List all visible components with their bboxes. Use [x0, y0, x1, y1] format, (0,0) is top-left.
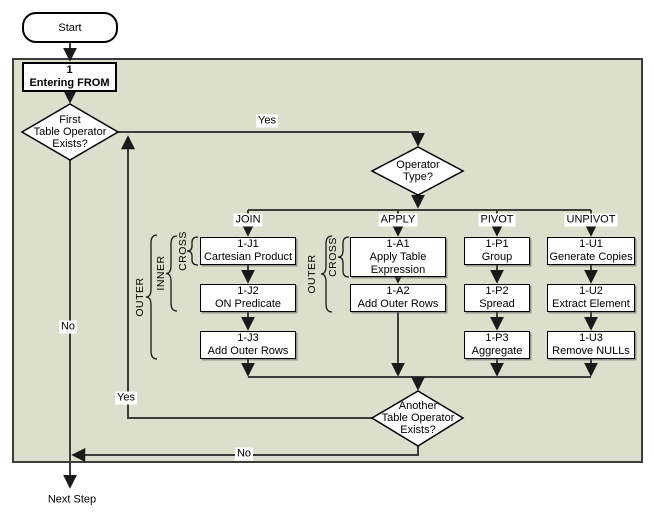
step-label: Entering FROM — [29, 77, 110, 89]
decision-shapes — [20, 103, 465, 447]
step-name: Cartesian Product — [203, 251, 293, 263]
step-id: 1-A1 — [386, 237, 410, 250]
edge-label-yes-loop: Yes — [115, 391, 137, 405]
decision-first-shape — [20, 103, 120, 161]
step-id: 1-J3 — [237, 332, 259, 344]
step-box-1-j2: 1-J2 ON Predicate — [200, 284, 296, 312]
decision-another-text: Another Table Operator Exists? — [381, 400, 455, 436]
step-name: ON Predicate — [214, 298, 282, 310]
step-id: 1-U1 — [579, 238, 603, 250]
decision-operator-type-shape — [370, 146, 465, 196]
step-box-1-p3: 1-P3 Aggregate — [464, 331, 530, 359]
next-step-label: Next Step — [47, 493, 97, 506]
step-box-1-u1: 1-U1 Generate Copies — [547, 237, 635, 265]
column-header-unpivot: UNPIVOT — [564, 213, 618, 227]
step-box-1-p1: 1-P1 Group — [464, 237, 530, 265]
brace-label-join-cross: CROSS — [177, 231, 189, 271]
step-box-1-u3: 1-U3 Remove NULLs — [547, 331, 635, 359]
edge-label-no-exit: No — [234, 447, 254, 461]
step-name: Extract Element — [552, 298, 630, 310]
step-name: Spread — [479, 298, 515, 310]
step-id: 1-P1 — [485, 238, 509, 250]
column-header-pivot: PIVOT — [478, 213, 516, 227]
decision-operator-type-text: Operator Type? — [396, 159, 440, 183]
column-header-apply: APPLY — [378, 213, 418, 227]
start-label: Start — [58, 21, 82, 34]
step-id: 1-P3 — [485, 332, 509, 344]
step-name: Add Outer Rows — [207, 345, 289, 357]
edge-label-no-main: No — [58, 320, 78, 334]
step-name: Remove NULLs — [552, 345, 630, 357]
brace-marks — [145, 234, 350, 360]
step-id: 1-J1 — [237, 238, 259, 250]
column-header-join: JOIN — [233, 213, 263, 227]
step-box-1-j3: 1-J3 Add Outer Rows — [200, 331, 296, 359]
step-name: Generate Copies — [549, 251, 633, 263]
brace-label-apply-outer: OUTER — [306, 254, 318, 294]
step-name: Aggregate — [471, 345, 523, 357]
step-box-1-a2: 1-A2 Add Outer Rows — [350, 284, 446, 312]
entering-from-step: 1 Entering FROM — [22, 62, 117, 92]
step-box-1-a1: 1-A1 Apply Table Expression — [350, 237, 446, 277]
step-number: 1 — [66, 64, 73, 76]
brace-label-join-outer: OUTER — [134, 277, 146, 317]
step-box-1-u2: 1-U2 Extract Element — [547, 284, 635, 312]
decision-first-text: First Table Operator Exists? — [33, 114, 107, 150]
step-box-1-p2: 1-P2 Spread — [464, 284, 530, 312]
step-id: 1-J2 — [237, 285, 259, 297]
step-id: 1-A2 — [386, 285, 410, 297]
start-terminator: Start — [22, 12, 118, 43]
step-name: Group — [481, 251, 513, 263]
step-id: 1-U3 — [579, 332, 603, 344]
decision-another-shape — [370, 390, 465, 447]
step-name: Apply Table Expression — [369, 250, 427, 276]
brace-label-apply-cross: CROSS — [327, 237, 339, 277]
step-id: 1-P2 — [485, 285, 509, 297]
step-name: Add Outer Rows — [357, 298, 439, 310]
step-id: 1-U2 — [579, 285, 603, 297]
edge-label-yes-top: Yes — [256, 114, 278, 128]
step-box-1-j1: 1-J1 Cartesian Product — [200, 237, 296, 265]
brace-label-join-inner: INNER — [155, 255, 167, 291]
